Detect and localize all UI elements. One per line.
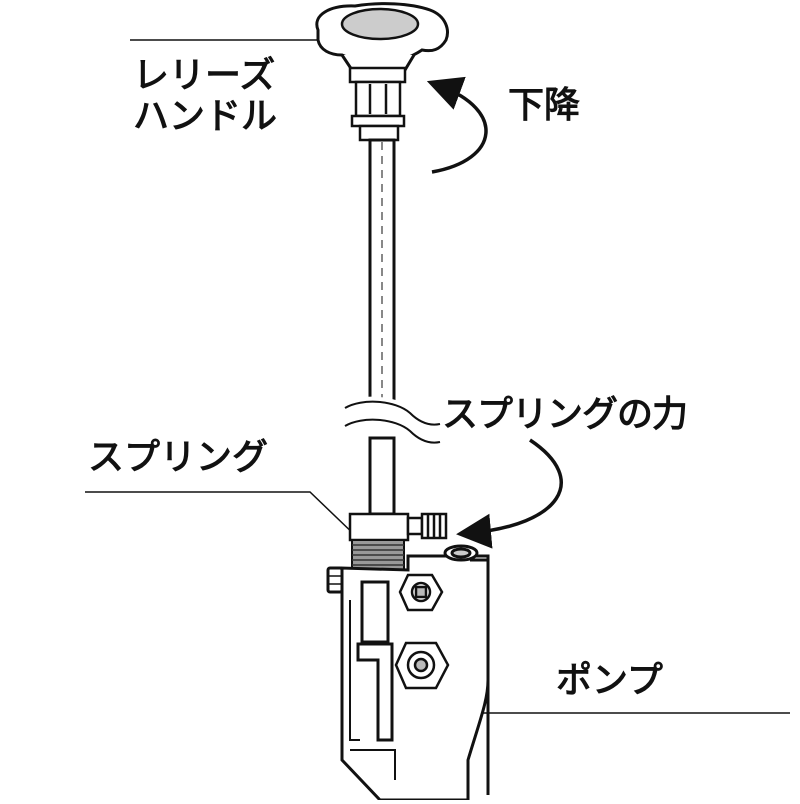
release-handle-knob	[315, 2, 449, 72]
pump-bolt-lower	[394, 641, 450, 690]
handle-collar	[348, 66, 407, 142]
spring-force-label: スプリングの力	[442, 394, 688, 435]
release-rod	[368, 138, 396, 414]
leader-spring	[85, 491, 361, 541]
spring-label: スプリング	[88, 437, 269, 478]
lower-label: 下降	[508, 85, 581, 126]
release-handle-label-line2: ハンドル	[133, 96, 278, 137]
lower-collar	[348, 512, 448, 542]
release-rod-lower	[368, 436, 396, 516]
lower-direction-arrow	[426, 76, 488, 174]
rod-break-symbol	[341, 396, 442, 444]
spring-force-arrow	[456, 438, 563, 549]
pump-bolt-upper	[398, 573, 444, 612]
pump-label: ポンプ	[556, 660, 663, 701]
leader-lines	[85, 39, 790, 714]
release-handle-label-line1: レリーズ	[133, 55, 276, 96]
